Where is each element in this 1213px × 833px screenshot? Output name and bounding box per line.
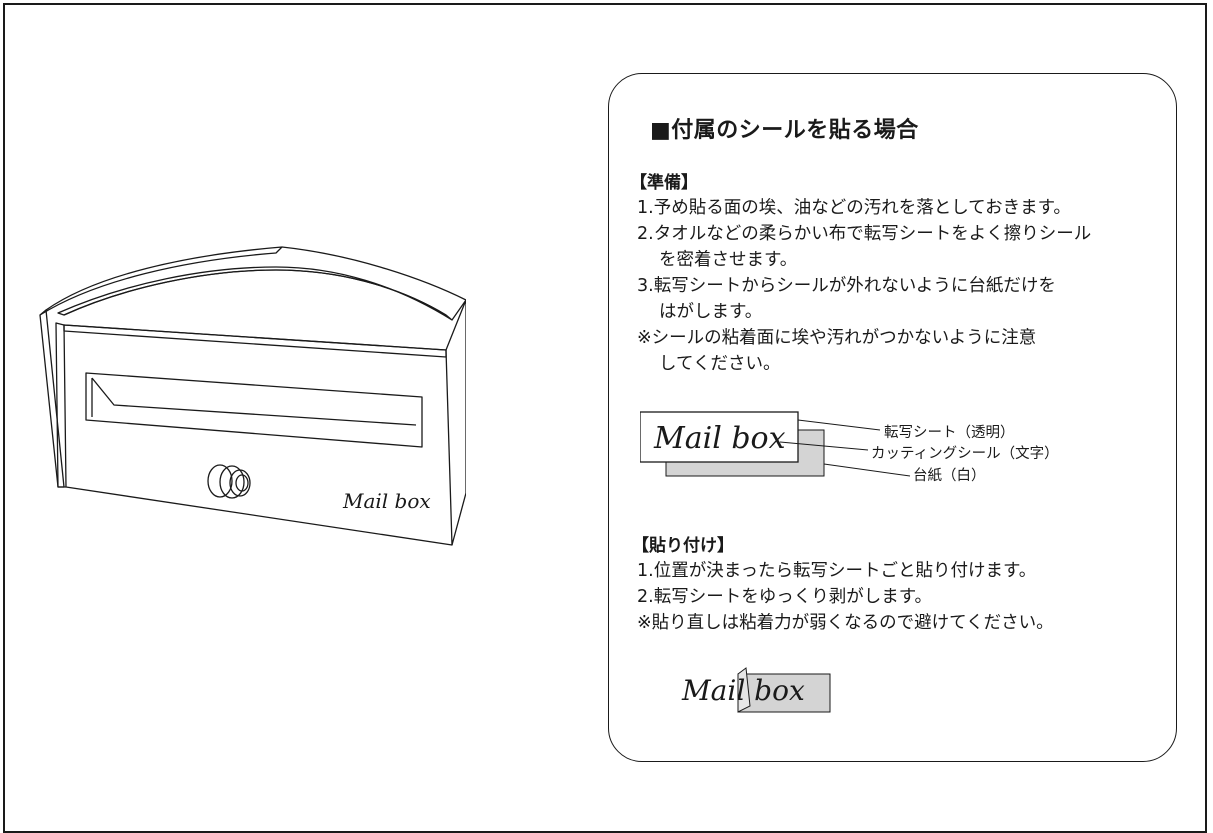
mailbox-illustration: Mail box <box>39 246 466 546</box>
mailbox-slot <box>85 372 423 448</box>
label-backing-paper: 台紙（白） <box>913 468 986 484</box>
leader-line-transfer <box>797 419 881 431</box>
label-cutting-sticker: カッティングシール（文字） <box>871 446 1059 462</box>
preparation-step: 2.タオルなどの柔らかい布で転写シートをよく擦りシール を密着させます。 <box>637 224 1092 270</box>
application-steps: 1.位置が決まったら転写シートごと貼り付けます。 2.転写シートをゆっくり剥がし… <box>637 558 1054 636</box>
panel-title: ■付属のシールを貼る場合 <box>650 118 919 143</box>
diagram-logo: Mail box <box>653 421 786 456</box>
preparation-step: 1.予め貼る面の埃、油などの汚れを落としておきます。 <box>637 198 1071 218</box>
instruction-panel <box>608 73 1177 762</box>
application-step: 2.転写シートをゆっくり剥がします。 <box>637 587 932 607</box>
preparation-step: 3.転写シートからシールが外れないように台紙だけを はがします。 <box>637 276 1056 322</box>
application-step: 1.位置が決まったら転写シートごと貼り付けます。 <box>637 561 1037 581</box>
preparation-note: ※シールの粘着面に埃や汚れがつかないように注意 してください。 <box>637 328 1037 374</box>
application-heading: 【貼り付け】 <box>632 536 734 556</box>
sticker-layer-diagram: Mail box <box>640 411 911 477</box>
mailbox-roof <box>57 266 453 321</box>
peeling-sheet <box>737 673 831 713</box>
preparation-heading: 【準備】 <box>630 173 698 193</box>
mailbox-logo: Mail box <box>342 489 431 513</box>
peel-logo: Mail box <box>681 674 805 707</box>
peeling-corner <box>737 667 751 713</box>
leader-line-backing <box>823 463 911 477</box>
transfer-sheet <box>640 411 799 463</box>
preparation-steps: 1.予め貼る面の埃、油などの汚れを落としておきます。 2.タオルなどの柔らかい布… <box>637 195 1091 377</box>
application-note: ※貼り直しは粘着力が弱くなるので避けてください。 <box>637 613 1054 633</box>
label-transfer-sheet: 転写シート（透明） <box>884 425 1015 441</box>
mailbox-knob <box>207 464 251 499</box>
peel-illustration: Mail box <box>681 667 831 713</box>
leader-line-cutting <box>779 441 869 451</box>
mailbox-side-panel <box>39 309 65 488</box>
